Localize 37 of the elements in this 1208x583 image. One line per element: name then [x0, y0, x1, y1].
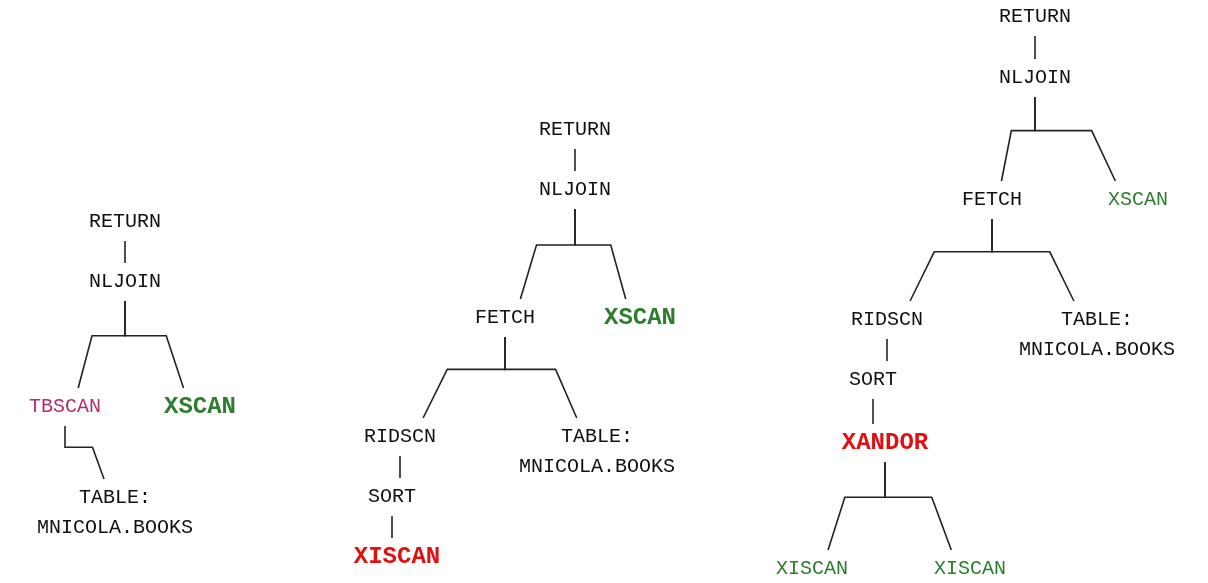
operator-label: SORT: [368, 482, 416, 512]
connector-line: [391, 515, 393, 539]
operator-label: XSCAN: [164, 392, 236, 422]
operator-label: XISCAN: [934, 554, 1006, 583]
operator-label: XISCAN: [776, 554, 848, 583]
operator-label: RIDSCN: [851, 305, 923, 335]
operator-label: RIDSCN: [364, 422, 436, 452]
connector-line: [884, 461, 953, 551]
connector-line: [399, 455, 401, 479]
operator-label: TBSCAN: [29, 392, 101, 422]
connector-line: [886, 338, 888, 362]
operator-label: XSCAN: [604, 303, 676, 333]
connector-line: [64, 425, 105, 480]
connector-line: [1034, 96, 1117, 182]
connector-line: [124, 240, 126, 264]
connector-line: [504, 336, 578, 419]
operator-label: FETCH: [962, 185, 1022, 215]
operator-label: RETURN: [999, 2, 1071, 32]
operator-label: NLJOIN: [999, 63, 1071, 93]
operator-label: XSCAN: [1108, 185, 1168, 215]
connector-line: [124, 300, 185, 389]
operator-label: FETCH: [475, 303, 535, 333]
operator-label: XANDOR: [841, 428, 929, 458]
operator-label: TABLE: MNICOLA.BOOKS: [512, 422, 682, 482]
connector-line: [574, 148, 576, 172]
operator-label: XISCAN: [353, 542, 441, 572]
operator-label: RETURN: [89, 207, 161, 237]
connector-line: [1034, 35, 1036, 60]
operator-label: NLJOIN: [539, 175, 611, 205]
operator-label: RETURN: [539, 115, 611, 145]
connector-line: [574, 208, 627, 300]
connector-line: [872, 398, 874, 425]
connector-line: [991, 218, 1075, 302]
operator-label: NLJOIN: [89, 267, 161, 297]
operator-label: TABLE: MNICOLA.BOOKS: [30, 483, 200, 543]
operator-label: SORT: [849, 365, 897, 395]
operator-label: TABLE: MNICOLA.BOOKS: [1012, 305, 1182, 365]
